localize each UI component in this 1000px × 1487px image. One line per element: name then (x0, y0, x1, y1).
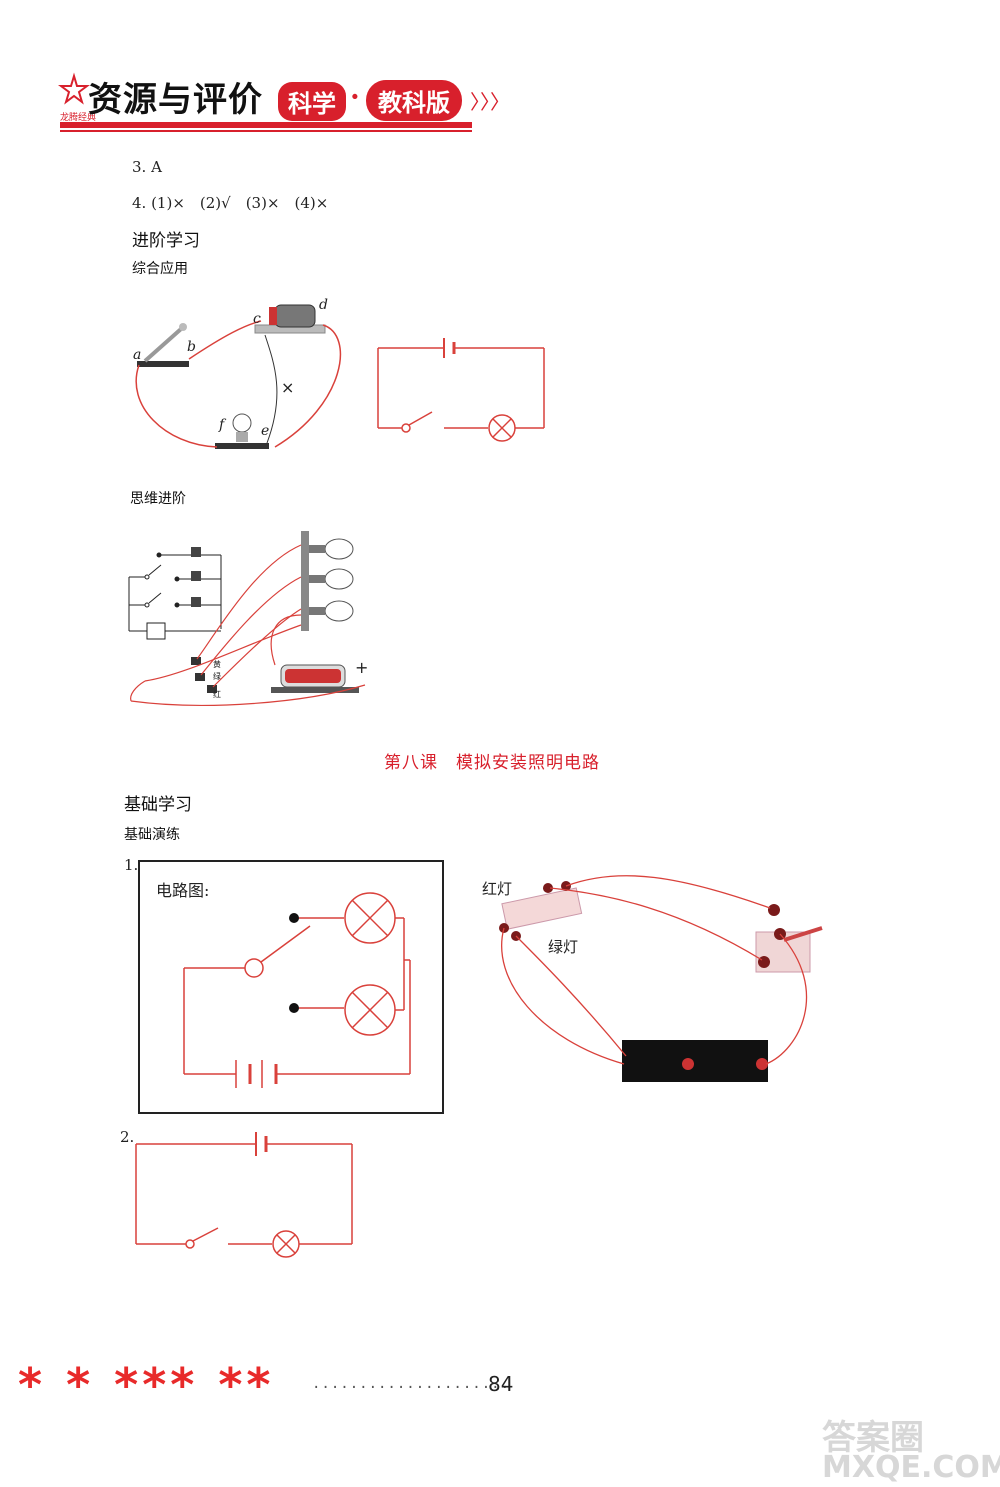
figure-circuit-diagram-2 (135, 1132, 353, 1258)
question-2-number: 2. (120, 1128, 135, 1146)
footer-stars-decoration: * * *** ** (18, 1358, 275, 1412)
fig3-label-yellow: 黄 (213, 659, 221, 669)
lesson-title: 第八课 模拟安装照明电路 (384, 753, 600, 773)
section-advanced-title: 进阶学习 (132, 231, 200, 251)
header-rule (60, 122, 472, 128)
footer-dot-leader: ····················· (312, 1380, 511, 1396)
page-number: 84 (488, 1372, 514, 1396)
answer-3: 3. A (132, 158, 162, 176)
circuit-box-label: 电路图: (156, 881, 209, 900)
section-basic-title: 基础学习 (124, 795, 192, 815)
switch-lever (143, 327, 183, 363)
logo-star-icon (58, 72, 90, 105)
fig1-label-d: d (319, 297, 328, 313)
book-title: 资源与评价 (88, 80, 263, 120)
question-1-number: 1. (124, 856, 139, 874)
fig1-label-a: a (133, 347, 141, 363)
figure-circuit-diagram-1 (377, 338, 545, 442)
fig1-label-e: e (261, 423, 269, 439)
fig3-label-red: 红 (213, 689, 221, 699)
subsection-applied-title: 综合应用 (132, 261, 188, 277)
watermark-logo: 答案圈 (822, 1418, 924, 1458)
edition-badge: 教科版 (366, 80, 462, 121)
subsection-thinking-title: 思维进阶 (130, 491, 186, 507)
header-rule-thin (60, 130, 472, 132)
header-separator: · (350, 80, 360, 113)
switch-base (137, 361, 189, 367)
answer-4: 4. (1)× (2)√ (3)× (4)× (132, 194, 329, 212)
figure-red-green-lamp-wiring: 红灯 绿灯 (482, 875, 823, 1082)
battery-plus-sign: + (355, 658, 368, 677)
fig1-label-b: b (187, 339, 196, 355)
fig3-label-green: 绿 (213, 672, 221, 681)
subject-badge: 科学 (278, 82, 346, 121)
label-red-lamp: 红灯 (482, 880, 512, 898)
watermark-url: MXQE.COM (822, 1450, 1000, 1485)
logo-text: 龙腾经典 (60, 113, 97, 123)
figure-physical-circuit: a b c d e f × (133, 297, 342, 449)
label-green-lamp: 绿灯 (548, 938, 578, 956)
fig1-cross-mark: × (281, 378, 294, 397)
fig1-label-f: f (218, 417, 227, 433)
figure-circuit-box: 电路图: (138, 860, 444, 1114)
fig1-label-c: c (253, 311, 261, 327)
subsection-practice-title: 基础演练 (124, 827, 180, 843)
figure-three-lamp-wiring: + 黄 绿 红 (128, 531, 368, 706)
header-arrows: 〉〉〉 (470, 90, 510, 114)
